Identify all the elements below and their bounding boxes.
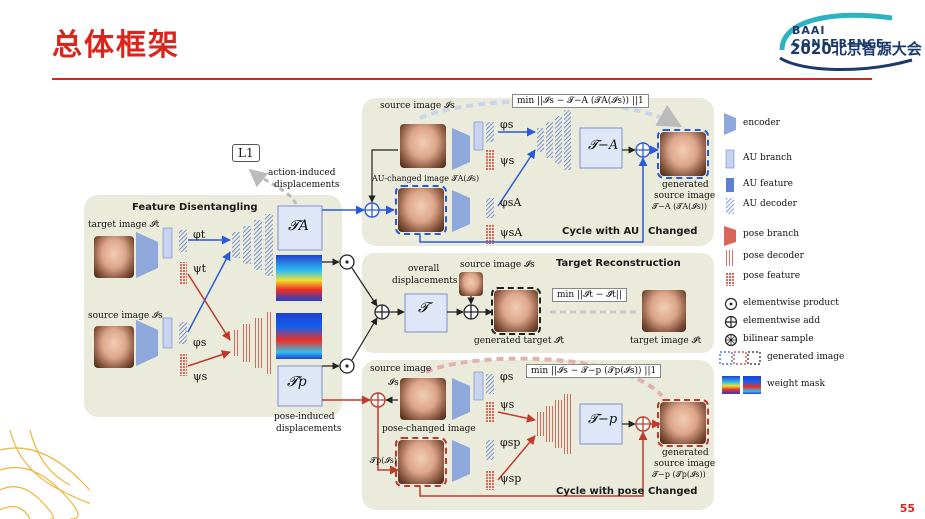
overall-displacements-label: displacements xyxy=(392,276,458,286)
generated-top-label-1: generated xyxy=(662,180,709,190)
title-divider xyxy=(52,78,872,80)
phi-t-label: φt xyxy=(193,228,206,241)
target-reconstruction-panel xyxy=(362,253,714,353)
legend-icons xyxy=(719,113,761,394)
t-a-label: 𝓣A xyxy=(288,218,309,234)
pose-changed-image-label: pose-changed image xyxy=(382,424,476,434)
psi-s-bottom-label: ψs xyxy=(500,398,515,411)
generated-target-label: generated target 𝓘̂t xyxy=(474,336,564,346)
phi-s-label: φs xyxy=(193,336,207,349)
generated-top-label-3: 𝓣−A (𝓣A(𝓘s)) xyxy=(652,202,708,211)
t-p-label: 𝓣p xyxy=(287,374,307,390)
action-induced-label: action-induced xyxy=(268,168,336,178)
cycle-au-loss-arc xyxy=(419,98,683,128)
pose-feature-block-1 xyxy=(179,262,187,284)
phi-s-bottom-label: φs xyxy=(500,370,514,383)
target-face-image-right xyxy=(642,290,686,332)
source-image-label-top: source image 𝓘s xyxy=(380,101,455,111)
generated-top-label-2: source image xyxy=(654,191,716,201)
l1-loss-box: L1 xyxy=(232,144,260,162)
pose-induced-label: pose-induced xyxy=(274,412,335,422)
page-number: 55 xyxy=(899,502,915,515)
au-branch-block-2 xyxy=(162,317,173,349)
encoder-shape-bottom xyxy=(136,320,158,366)
au-decoder-left xyxy=(232,214,273,276)
pose-feature-block-2 xyxy=(179,354,187,376)
feature-disentangling-title: Feature Disentangling xyxy=(132,202,258,213)
t-minus-a-label: 𝓣−A xyxy=(588,138,619,153)
tp-is-label: 𝓣p(𝓘s) xyxy=(370,456,398,465)
i-s-bottom-label: 𝓘s xyxy=(388,378,399,388)
cycle-au-loss-formula: min ||𝓘s − 𝓣−A (𝓣A(𝓘s)) ||1 xyxy=(512,94,649,108)
target-image-label-right: target image 𝓘t xyxy=(630,336,702,346)
action-displacement-field xyxy=(277,205,323,251)
generated-target-face xyxy=(491,287,541,335)
psi-s-label: ψs xyxy=(193,370,208,383)
psi-s-a-label: ψsA xyxy=(500,226,523,239)
generated-bottom-label-2: source image xyxy=(654,459,716,469)
cycle-au-title: Cycle with AU xyxy=(562,226,640,237)
action-displacements-label: displacements xyxy=(274,180,340,190)
generated-bottom-label-1: generated xyxy=(662,448,709,458)
changed-label-bottom: Changed xyxy=(648,486,698,497)
cycle-pose-loss-arc xyxy=(425,356,664,398)
pose-decoder-left xyxy=(232,312,273,374)
au-feature-block-2 xyxy=(179,322,187,344)
au-feature-block-1 xyxy=(179,230,187,252)
source-image-label-bottom: source image xyxy=(370,364,432,374)
phi-s-p-label: φsp xyxy=(500,436,521,449)
phi-s-a-label: φsA xyxy=(500,196,522,209)
psi-s-top-label: ψs xyxy=(500,154,515,167)
source-face-image-top xyxy=(400,124,446,168)
cycle-au-panel xyxy=(362,98,714,246)
psi-t-label: ψt xyxy=(193,262,207,275)
reconstruction-loss-formula: min ||𝓘t − 𝓘̂t|| xyxy=(552,288,627,302)
au-changed-face-image xyxy=(395,185,447,235)
generated-source-face-bottom xyxy=(657,399,709,447)
logo-text-line1: BAAI CONFERENCE xyxy=(792,24,885,50)
target-reconstruction-title: Target Reconstruction xyxy=(556,258,681,269)
source-image-label-left: source image 𝓘s xyxy=(88,311,163,321)
source-image-label-mid: source image 𝓘s xyxy=(460,260,535,270)
conference-logo: BAAI CONFERENCE 2020北京智源大会 xyxy=(772,10,922,74)
weight-mask-pose xyxy=(276,313,322,359)
target-image-label-left: target image 𝓘t xyxy=(88,220,160,230)
decorative-mesh-icon xyxy=(0,430,90,519)
au-changed-image-label: AU-changed image 𝓣A(𝓘s) xyxy=(372,174,480,183)
encoder-shape-top xyxy=(136,232,158,278)
source-face-image-mid xyxy=(459,272,483,296)
weight-mask-au xyxy=(276,255,322,301)
target-face-image-left xyxy=(94,236,134,278)
cycle-pose-title: Cycle with pose xyxy=(556,486,645,497)
logo-text-line2: 2020北京智源大会 xyxy=(790,40,922,58)
t-overall-label: 𝓣 xyxy=(418,300,429,316)
pose-displacement-field xyxy=(277,365,323,407)
cycle-pose-loss-formula: min ||𝓘s − 𝓣−p (𝓣p(𝓘s)) ||1 xyxy=(526,364,662,378)
pose-changed-face-image xyxy=(395,437,447,487)
slide-title: 总体框架 xyxy=(52,28,180,63)
generated-bottom-label-3: 𝓣−p (𝓣p(𝓘s)) xyxy=(652,470,706,479)
changed-label-top: Changed xyxy=(648,226,698,237)
logo-swirl-icon xyxy=(779,12,913,71)
pose-displacements-label: displacements xyxy=(276,424,342,434)
source-face-image-bottom xyxy=(400,378,446,420)
source-face-image-left xyxy=(94,326,134,368)
generated-source-face-top xyxy=(657,129,709,179)
phi-s-top-label: φs xyxy=(500,118,514,131)
overall-label: overall xyxy=(408,264,440,274)
t-minus-p-label: 𝓣−p xyxy=(588,412,618,427)
psi-s-p-label: ψsp xyxy=(500,472,522,485)
au-branch-block-1 xyxy=(162,227,173,259)
